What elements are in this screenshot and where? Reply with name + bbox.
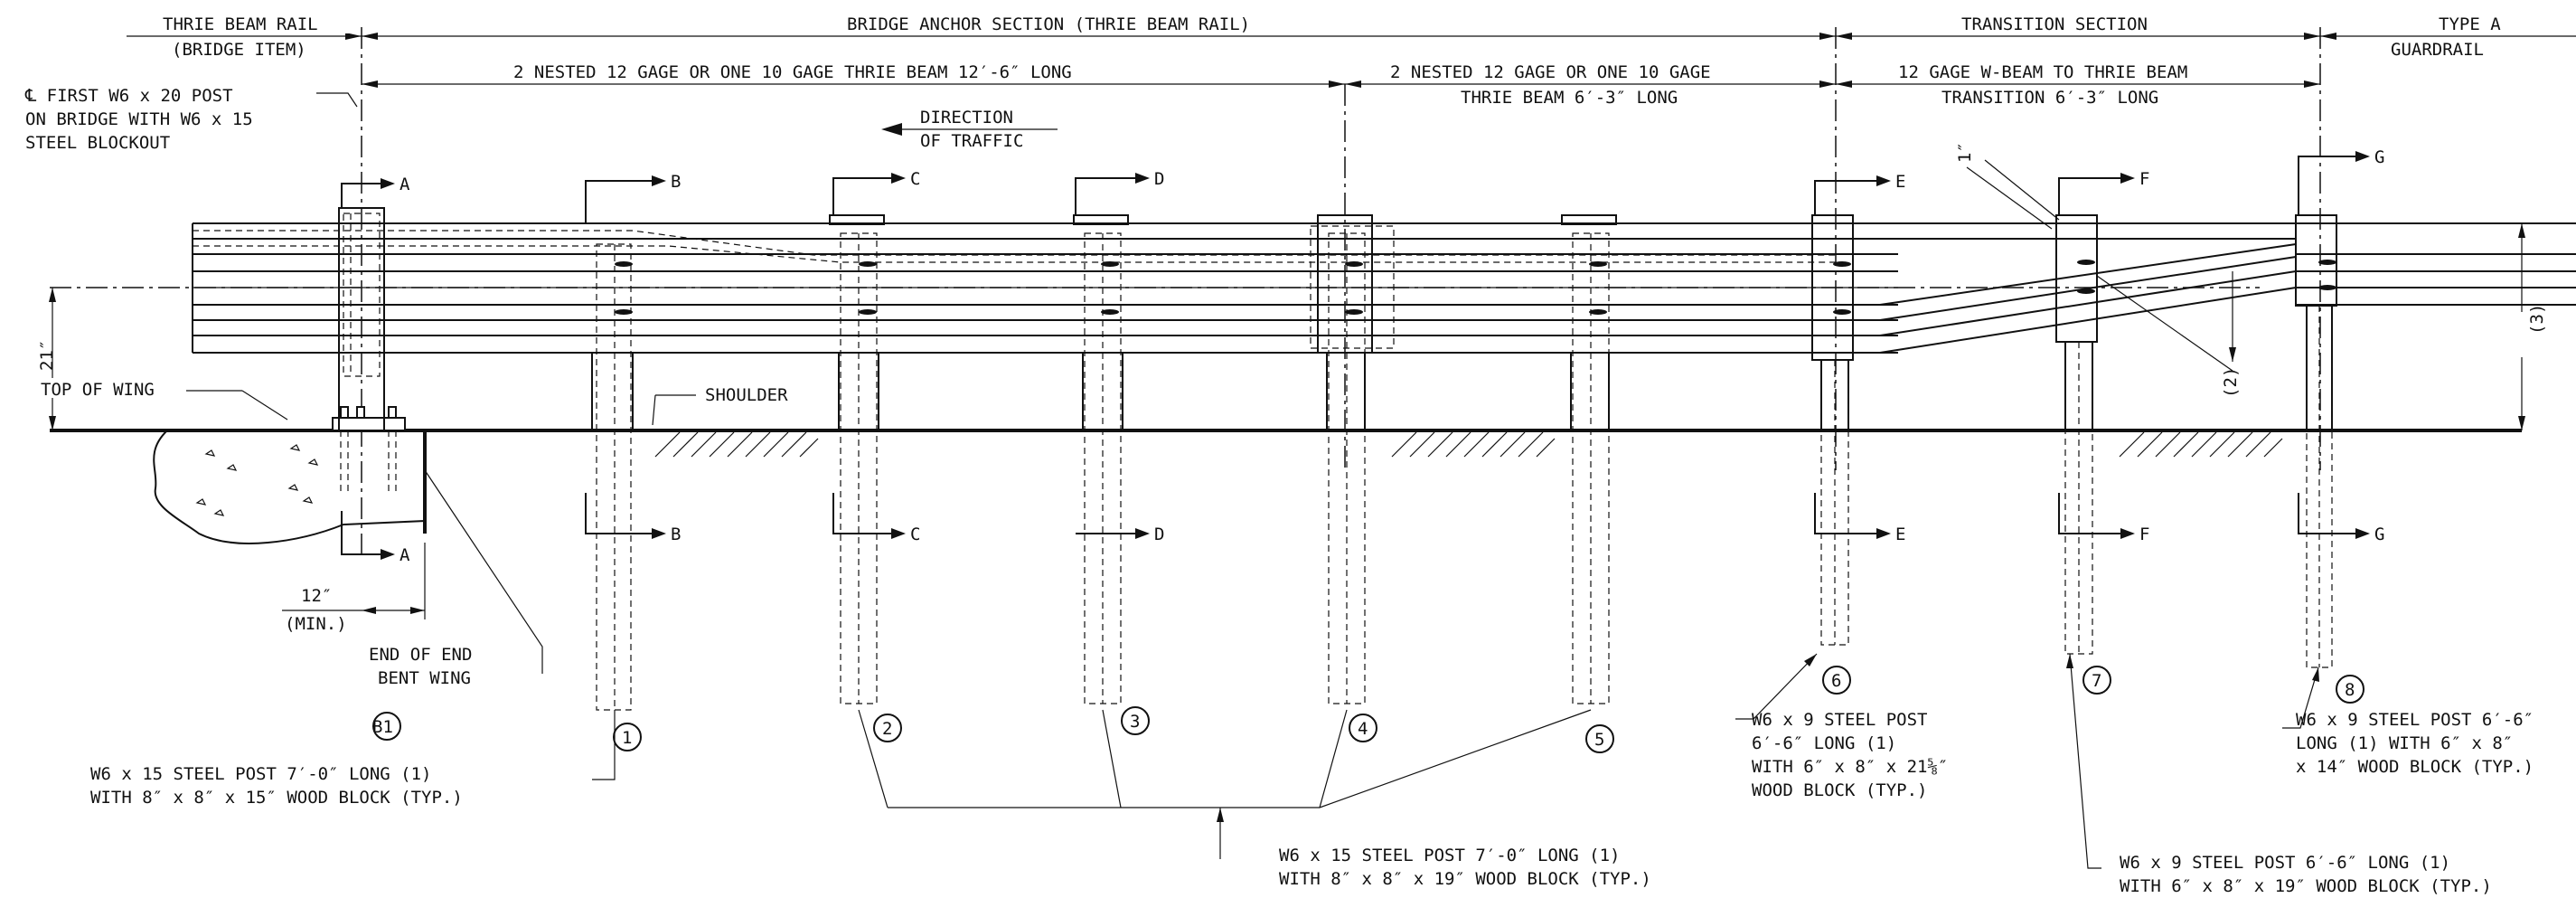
one-inch-dimension	[1966, 159, 2060, 230]
post-2	[829, 214, 885, 704]
post-3-callout-label: 3	[1130, 712, 1140, 732]
post-1-note-line-1: W6 x 15 STEEL POST 7′-0″ LONG (1)	[90, 764, 432, 784]
rail-segment-3-label-b: TRANSITION 6′-3″ LONG	[1941, 88, 2158, 108]
post-6-note-line-1: W6 x 9 STEEL POST	[1752, 710, 1927, 730]
first-post-note-line-1: ℄ FIRST W6 x 20 POST	[24, 86, 233, 106]
rail-elevation	[50, 222, 2576, 354]
rail-segment-2-label-b: THRIE BEAM 6′-3″ LONG	[1461, 88, 1678, 108]
section-cuts-top: A B C D E F G	[341, 147, 2384, 223]
section-a-top-label: A	[400, 175, 410, 194]
post-5-callout-label: 5	[1594, 730, 1604, 750]
post-1-callout-label: 1	[622, 728, 632, 748]
post-8-note-line-2: LONG (1) WITH 6″ x 8″	[2296, 733, 2513, 753]
direction-of-traffic-arrow	[881, 123, 1058, 136]
rail-segment-1-label: 2 NESTED 12 GAGE OR ONE 10 GAGE THRIE BE…	[513, 62, 1072, 82]
shoulder-label: SHOULDER	[705, 385, 788, 405]
post-2-5-note-line-1: W6 x 15 STEEL POST 7′-0″ LONG (1)	[1279, 846, 1621, 865]
posts	[591, 214, 2337, 711]
post-b1-callout-label: B1	[372, 717, 393, 737]
section-b-top-label: B	[671, 172, 681, 192]
direction-label: DIRECTION	[920, 108, 1013, 128]
bridge-wing-wall	[153, 406, 427, 544]
section-f-bottom-label: F	[2139, 525, 2149, 544]
post-1-note-line-2: WITH 8″ x 8″ x 15″ WOOD BLOCK (TYP.)	[90, 788, 463, 808]
rail-segment-3-label-a: 12 GAGE W-BEAM TO THRIE BEAM	[1898, 62, 2187, 82]
rail-segment-2-label-a: 2 NESTED 12 GAGE OR ONE 10 GAGE	[1390, 62, 1711, 82]
section-g-top-label: G	[2374, 147, 2384, 167]
post-5	[1561, 214, 1617, 704]
section-d-bottom-label: D	[1154, 525, 1164, 544]
section-e-bottom-label: E	[1895, 525, 1905, 544]
height-dimension	[49, 288, 56, 430]
first-post-note-line-2: ON BRIDGE WITH W6 x 15	[25, 109, 253, 129]
post-8-note-line-3: x 14″ WOOD BLOCK (TYP.)	[2296, 757, 2534, 777]
section-b-bottom-label: B	[671, 525, 681, 544]
leader-lines	[592, 653, 2319, 869]
post-8-callout-label: 8	[2345, 680, 2355, 700]
section-c-top-label: C	[910, 169, 920, 189]
post-4	[1310, 214, 1395, 704]
post-6-note-line-2: 6′-6″ LONG (1)	[1752, 733, 1896, 753]
post-8	[2295, 214, 2337, 668]
post-2-callout-label: 2	[882, 719, 892, 739]
dim-2-label: (2)	[2221, 367, 2241, 398]
end-of-wing-label-1: END OF END	[369, 645, 472, 665]
type-a-label: TYPE A	[2439, 14, 2501, 34]
thrie-beam-rail-label: THRIE BEAM RAIL	[163, 14, 318, 34]
dim-3-label: (3)	[2527, 304, 2547, 335]
post-6-callout-label: 6	[1831, 671, 1841, 691]
post-6-note-line-4: WOOD BLOCK (TYP.)	[1752, 780, 1927, 800]
post-4-callout-label: 4	[1358, 719, 1368, 739]
center-lines	[361, 27, 2321, 561]
post-2-5-note-line-2: WITH 8″ x 8″ x 19″ WOOD BLOCK (TYP.)	[1279, 869, 1651, 889]
of-traffic-label: OF TRAFFIC	[920, 131, 1023, 151]
post-3	[1073, 214, 1129, 704]
post-b1	[338, 207, 385, 431]
post-7-callout-label: 7	[2092, 671, 2101, 691]
one-inch-label: 1″	[1955, 142, 1975, 163]
height-dimension-label: 21″	[37, 340, 57, 371]
section-d-top-label: D	[1154, 169, 1164, 189]
offset-dimension	[282, 543, 426, 619]
post-7	[2055, 214, 2098, 655]
first-post-note-line-3: STEEL BLOCKOUT	[25, 133, 170, 153]
section-g-bottom-label: G	[2374, 525, 2384, 544]
section-e-top-label: E	[1895, 172, 1905, 192]
bridge-item-label: (BRIDGE ITEM)	[172, 40, 306, 60]
section-a-bottom-label: A	[400, 545, 410, 565]
ground-hatching	[654, 431, 2283, 458]
transition-section-label: TRANSITION SECTION	[1961, 14, 2148, 34]
post-7-note-line-2: WITH 6″ x 8″ x 19″ WOOD BLOCK (TYP.)	[2120, 876, 2492, 896]
section-cuts-bottom: A B C D E F G	[341, 493, 2384, 565]
bridge-anchor-section-label: BRIDGE ANCHOR SECTION (THRIE BEAM RAIL)	[847, 14, 1250, 34]
post-8-note-line-1: W6 x 9 STEEL POST 6′-6″	[2296, 710, 2534, 730]
post-callouts: B1 1 2 3 4 5 6 7 8	[372, 666, 2364, 753]
section-c-bottom-label: C	[910, 525, 920, 544]
post-1	[591, 243, 634, 711]
offset-dimension-label: 12″	[301, 586, 332, 606]
offset-min-label: (MIN.)	[285, 614, 347, 634]
section-f-top-label: F	[2139, 169, 2149, 189]
post-7-note-line-1: W6 x 9 STEEL POST 6′-6″ LONG (1)	[2120, 853, 2450, 873]
post-6-note-line-3: WITH 6″ x 8″ x 21⅝″	[1752, 757, 1948, 777]
dim-2	[2096, 271, 2236, 372]
end-of-wing-label-2: BENT WING	[378, 668, 471, 688]
post-6	[1811, 214, 1854, 646]
top-of-wing-label: TOP OF WING	[41, 380, 155, 400]
header-dimensions	[127, 33, 2576, 88]
guardrail-label: GUARDRAIL	[2391, 40, 2484, 60]
